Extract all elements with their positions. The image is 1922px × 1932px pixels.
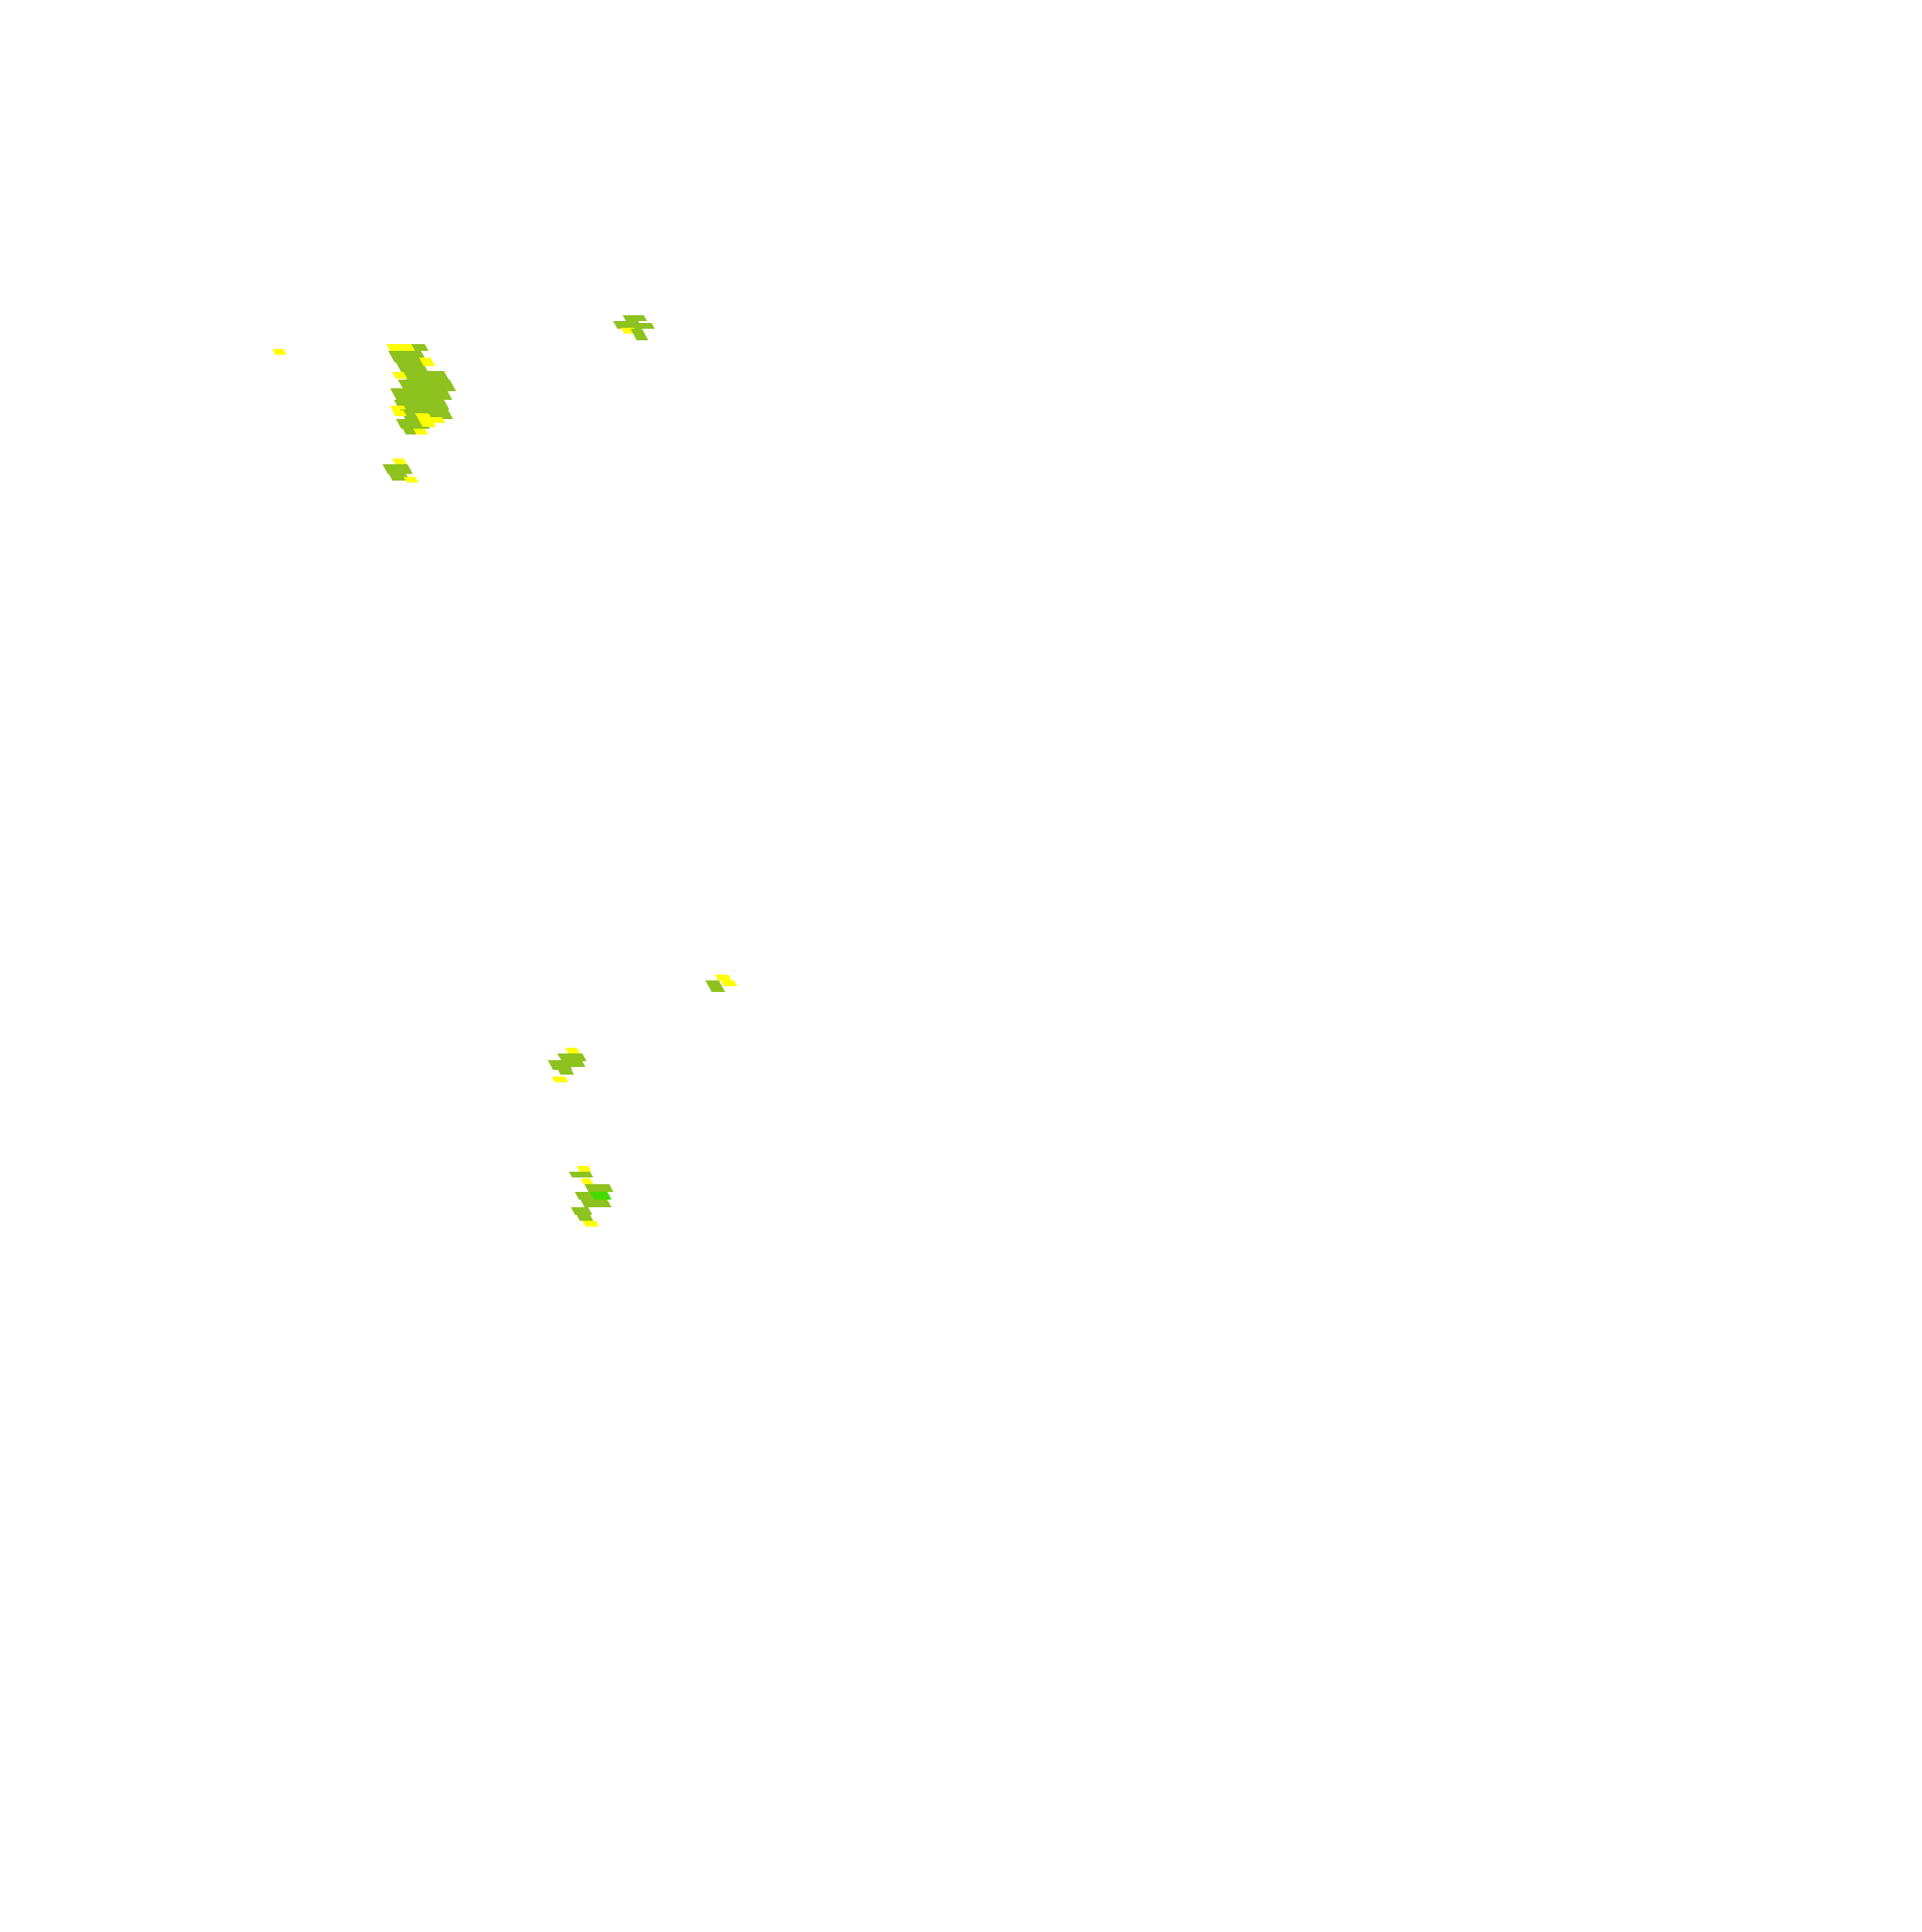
- map-cell-olive-green: [623, 315, 648, 321]
- map-cell-olive-green: [567, 1061, 586, 1067]
- map-cell-yellow: [565, 1048, 580, 1053]
- map-cell-olive-green: [634, 323, 655, 329]
- map-cell-olive-green: [557, 1053, 587, 1061]
- map-cell-olive-green: [548, 1060, 573, 1070]
- map-cell-olive-green: [575, 1192, 597, 1200]
- map-cell-yellow: [721, 980, 738, 986]
- cluster-northwest-south-fragment: [382, 458, 419, 483]
- map-cell-yellow: [429, 417, 446, 423]
- map-cell-yellow: [415, 413, 436, 427]
- map-cell-olive-green: [705, 980, 726, 992]
- map-cell-yellow: [392, 458, 407, 464]
- map-cell-olive-green: [382, 464, 413, 474]
- map-cell-olive-green: [388, 351, 428, 362]
- map-cell-olive-green: [584, 1184, 614, 1192]
- map-cell-yellow: [715, 975, 732, 980]
- map-cell-yellow: [577, 1166, 592, 1172]
- map-cell-bright-green: [590, 1192, 612, 1200]
- map-features: [272, 315, 738, 1226]
- map-cell-yellow: [552, 1077, 569, 1082]
- cluster-south-west: [548, 1048, 587, 1082]
- map-cell-olive-green: [580, 1200, 612, 1207]
- map-cell-olive-green: [577, 1215, 594, 1221]
- cluster-south-central: [569, 1166, 614, 1226]
- map-cell-olive-green: [571, 1207, 593, 1215]
- map-cell-yellow: [419, 358, 435, 366]
- map-cell-yellow: [392, 372, 407, 379]
- map-cell-yellow: [413, 429, 429, 434]
- map-cell-olive-green: [557, 1069, 575, 1075]
- cluster-north-central: [613, 315, 655, 340]
- map-cell-olive-green: [630, 329, 649, 340]
- map-cell-olive-green: [411, 344, 429, 351]
- map-cell-olive-green: [388, 473, 410, 481]
- map-cell-olive-green: [390, 388, 453, 400]
- map-cell-yellow: [582, 1221, 600, 1226]
- map-cell-yellow: [392, 410, 407, 416]
- map-cell-olive-green: [394, 400, 450, 409]
- cluster-central-east: [705, 975, 738, 992]
- map-cell-yellow: [404, 477, 419, 483]
- map-cell-yellow: [272, 349, 287, 355]
- map-cell-olive-green: [569, 1172, 594, 1177]
- map-cell-yellow: [580, 1178, 594, 1184]
- cluster-northwest-main: [386, 344, 456, 434]
- map-cell-olive-green: [396, 362, 429, 372]
- map-cell-yellow: [386, 344, 415, 351]
- cluster-far-northwest-speck: [272, 349, 287, 355]
